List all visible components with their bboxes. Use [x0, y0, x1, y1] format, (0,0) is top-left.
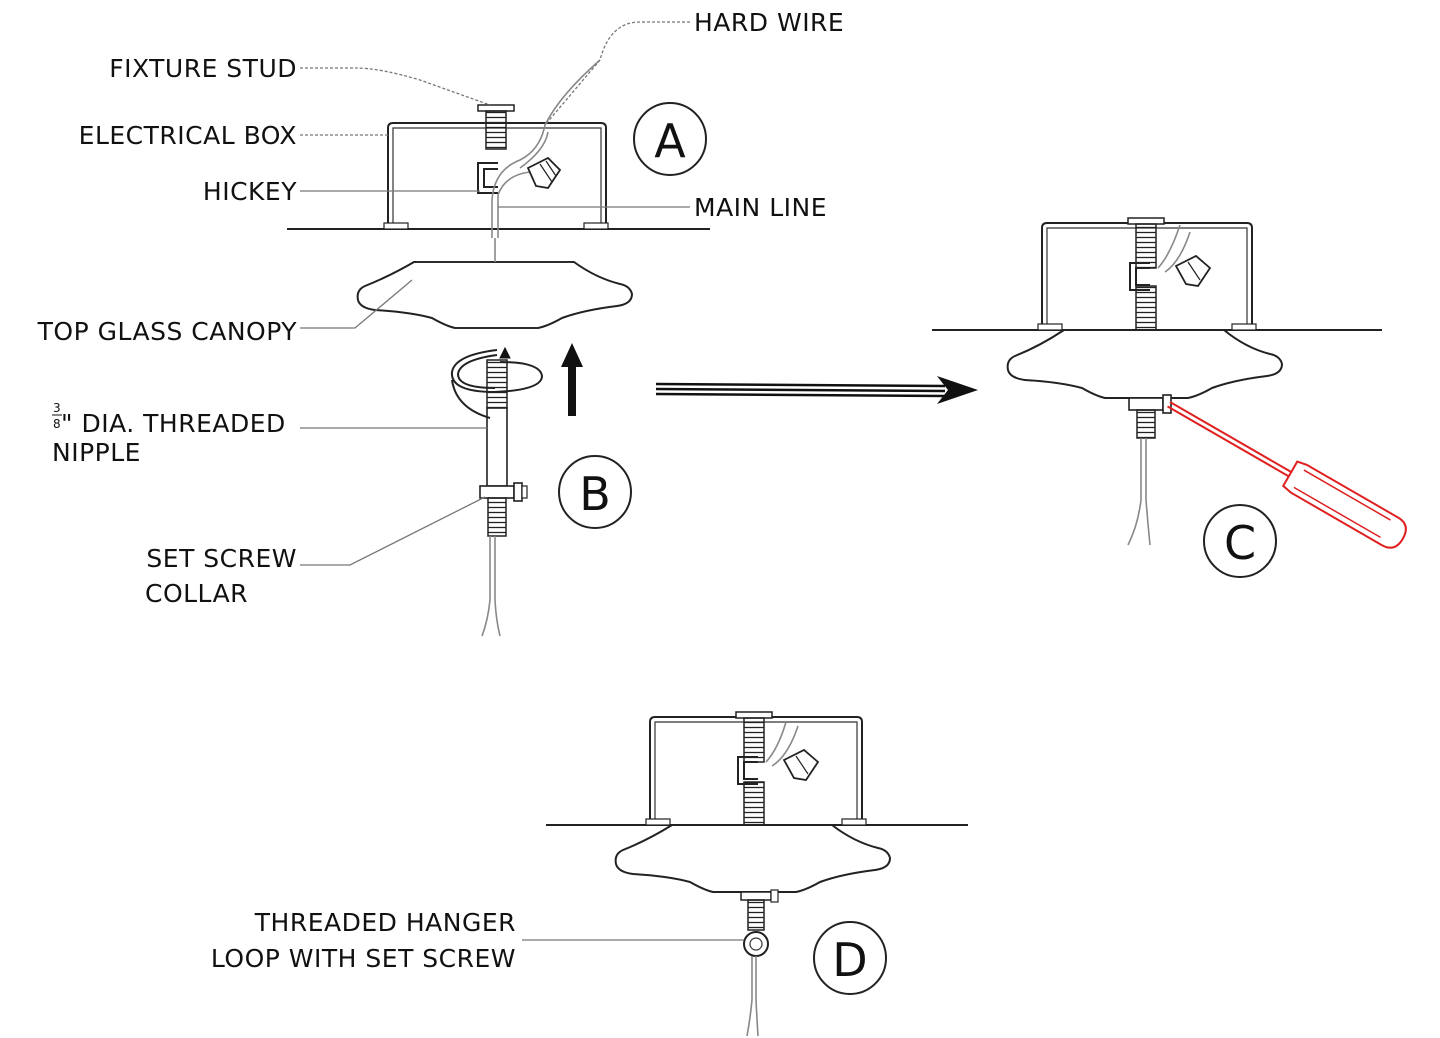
hard-wire-a: [491, 59, 601, 238]
wire-b: [481, 536, 501, 637]
label-hanger-line1: THREADED HANGER: [254, 908, 516, 937]
set-screw-collar-b: [479, 482, 528, 537]
wire-nut-a: [526, 156, 562, 189]
label-electrical-box: ELECTRICAL BOX: [79, 121, 297, 150]
hickey-a: [477, 162, 498, 194]
leader-set-screw-collar: [300, 496, 486, 566]
label-hanger-line2: LOOP WITH SET SCREW: [211, 944, 516, 973]
glass-canopy-b: [356, 261, 634, 329]
rotation-spiral-icon: [450, 346, 544, 419]
leader-fixture-stud: [300, 67, 491, 106]
right-arrow-icon: [655, 376, 978, 404]
step-c-assembly: [932, 217, 1407, 549]
label-top-glass-canopy: TOP GLASS CANOPY: [37, 317, 298, 346]
step-d-marker: D: [813, 921, 887, 995]
label-hard-wire: HARD WIRE: [694, 8, 844, 37]
screwdriver-icon: [1167, 401, 1407, 549]
step-a-marker: A: [633, 102, 707, 176]
leader-hard-wire: [544, 21, 690, 126]
label-hickey: HICKEY: [203, 177, 297, 206]
label-set-screw-line1: SET SCREW: [146, 544, 297, 573]
step-a-assembly: [287, 59, 710, 238]
step-b-assembly: [356, 238, 634, 637]
step-d-assembly: [546, 711, 968, 1037]
step-b-marker: B: [558, 455, 632, 529]
label-fixture-stud: FIXTURE STUD: [109, 54, 297, 83]
glass-canopy-c: [1006, 329, 1284, 399]
svg-text:3: 3: [53, 401, 61, 415]
svg-text:B: B: [579, 467, 611, 521]
leader-top-glass-canopy: [300, 279, 413, 329]
svg-text:D: D: [832, 933, 867, 987]
step-c-marker: C: [1203, 504, 1277, 578]
up-arrow-icon: [561, 343, 583, 416]
glass-canopy-d: [614, 824, 892, 893]
label-nipple: 3 8 " DIA. THREADED NIPPLE: [52, 401, 286, 467]
label-set-screw-line2: COLLAR: [145, 579, 248, 608]
fixture-stud-a: [477, 104, 515, 150]
label-main-line: MAIN LINE: [694, 193, 827, 222]
svg-text:C: C: [1224, 516, 1256, 570]
svg-text:8: 8: [53, 417, 61, 431]
hanger-loop-d: [740, 889, 779, 957]
threaded-nipple-b: [486, 359, 508, 409]
svg-text:A: A: [654, 114, 686, 168]
svg-text:" DIA. THREADED: " DIA. THREADED: [61, 409, 286, 438]
svg-text:NIPPLE: NIPPLE: [52, 438, 141, 467]
